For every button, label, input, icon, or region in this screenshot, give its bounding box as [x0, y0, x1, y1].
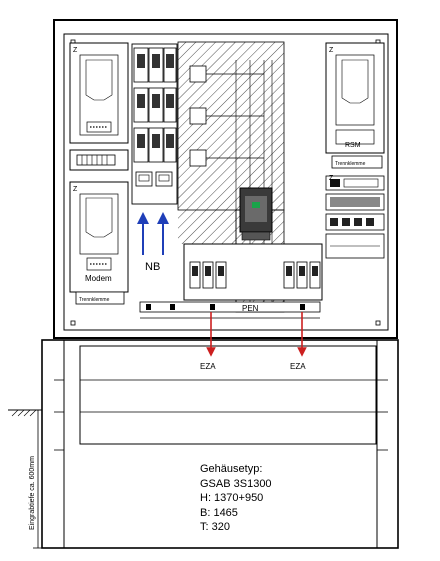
equipment-stack-right — [325, 175, 385, 259]
z-mark-1: Z — [73, 47, 78, 54]
trennklemme-left-label: Trennklemme — [79, 297, 110, 303]
ground-dimension — [8, 409, 43, 549]
z-mark-4: Z — [329, 175, 334, 182]
z-mark-3: Z — [329, 47, 334, 54]
trennklemme-right-label: Trennklemme — [335, 161, 366, 167]
nb-arrows — [137, 212, 169, 255]
depth-note: Eingrabtiefe ca. 600mm — [29, 456, 36, 530]
spec-heading: Gehäusetyp: — [200, 463, 263, 475]
rsm-label: RSM — [345, 142, 361, 149]
meter-module-left-bottom — [69, 181, 129, 293]
spec-depth: T: 320 — [200, 521, 230, 533]
nb-label: NB — [145, 261, 160, 273]
spec-width: B: 1465 — [200, 506, 238, 519]
spec-height: H: 1370+950 — [200, 492, 264, 504]
trennklemme-left-box — [75, 291, 125, 305]
pen-rail — [139, 301, 321, 319]
trennklemme-right-box — [331, 155, 383, 169]
fuse-holders — [189, 65, 264, 167]
spec-model: GSAB 3S1300 — [200, 477, 272, 490]
z-mark-2: Z — [73, 186, 78, 193]
main-breaker — [239, 187, 273, 241]
meter-module-left-top — [69, 42, 129, 144]
terminal-strip-left — [69, 149, 129, 171]
pen-label: PEN — [242, 304, 259, 313]
eza-label-right: EZA — [290, 362, 306, 371]
eza-arrows — [206, 312, 307, 357]
fuse-rail-box — [183, 243, 323, 301]
eza-label-left: EZA — [200, 362, 216, 371]
modem-label: Modem — [85, 274, 112, 283]
housing-spec-block: Gehäusetyp: GSAB 3S1300 H: 1370+950 B: 1… — [200, 462, 272, 535]
meter-module-right — [325, 42, 385, 154]
meter-grid — [131, 43, 178, 205]
base-housing — [41, 339, 399, 549]
